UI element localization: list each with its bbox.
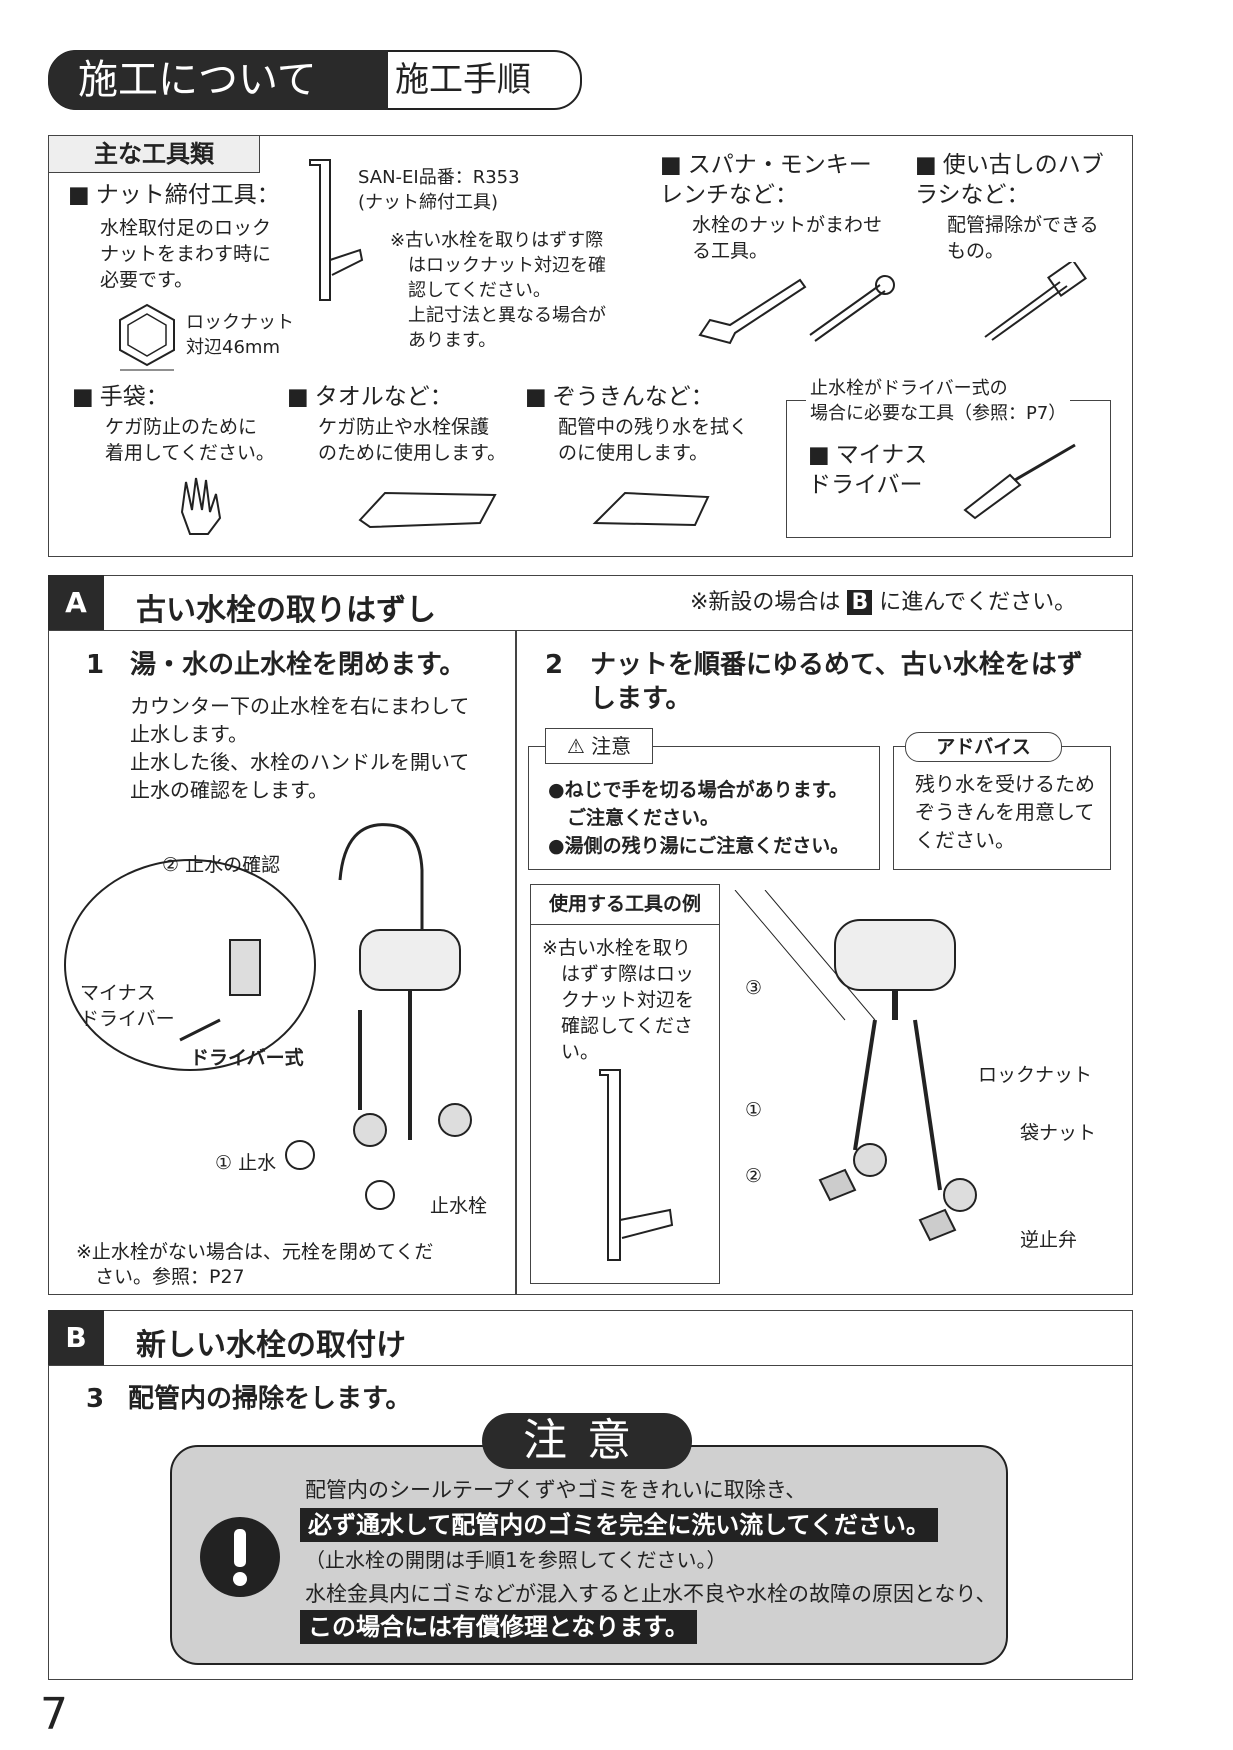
label-stopcock: 止水栓	[430, 1195, 488, 1217]
tool-example-note: ※古い水栓を取り はずす際はロッ クナット対辺を 確認してくださ い。	[542, 937, 695, 1063]
step1-title: 湯・水の止水栓を閉めます。	[130, 650, 466, 680]
page-subtitle: 施工手順	[395, 60, 531, 100]
caution-line4: 水栓金具内にゴミなどが混入すると止水不良や水栓の故障の原因となり、	[305, 1582, 997, 1606]
label-checkvalve: 逆止弁	[1020, 1229, 1078, 1251]
label-bagnut: 袋ナット	[1020, 1122, 1097, 1144]
gloves-icon	[180, 477, 222, 535]
gloves-title: 手袋：	[72, 382, 169, 412]
caution-tag: 注意	[482, 1413, 692, 1469]
towel-desc: ケガ防止や水栓保護 のために使用します。	[318, 416, 507, 464]
nut-tool-desc: 水栓取付足のロック ナットをまわす時に 必要です。	[100, 217, 272, 291]
nut-tool-note: ※古い水栓を取りはずす際 はロックナット対辺を確 認してください。 上記寸法と異…	[390, 230, 606, 351]
rag-desc: 配管中の残り水を拭く のに使用します。	[558, 416, 749, 464]
caution-small-title: ⚠ 注意	[545, 728, 653, 764]
section-a-letter: A	[48, 575, 104, 631]
rag-icon	[592, 491, 710, 527]
wrench-icon	[698, 275, 895, 345]
screwdriver-icon	[963, 443, 1076, 520]
exclamation-icon	[200, 1517, 280, 1597]
faucet-diagram-1	[64, 823, 472, 1210]
step1-footnote: ※止水栓がない場合は、元栓を閉めてくだ さい。参照：P27	[76, 1241, 434, 1288]
section-a-note: ※新設の場合は B に進んでください。	[690, 588, 1076, 618]
gloves-desc: ケガ防止のために 着用してください。	[105, 416, 275, 464]
spanner-title: スパナ・モンキー レンチなど：	[660, 150, 872, 210]
nut-wrench-icon	[309, 159, 364, 301]
driver-box-legend: 止水栓がドライバー式の 場合に必要な工具（参照：P7）	[806, 376, 1071, 426]
tool-example-box	[530, 884, 720, 1284]
label-locknut: ロックナット	[978, 1064, 1093, 1086]
tool-example-wrench-icon	[599, 1069, 674, 1261]
label-step2-n1: ①	[745, 1099, 763, 1121]
step1-number: 1	[86, 650, 105, 680]
step2-number: 2	[545, 650, 564, 680]
section-b-letter: B	[48, 1310, 104, 1366]
tools-heading: 主な工具類	[48, 135, 260, 173]
step2-title: ナットを順番にゆるめて、古い水栓をはず します。	[590, 650, 1083, 714]
caution-line5: この場合には有償修理となります。	[300, 1610, 697, 1644]
step3-number: 3	[86, 1384, 105, 1414]
step1-desc: カウンター下の止水栓を右にまわして 止水します。 止水した後、水栓のハンドルを開…	[130, 694, 470, 802]
faucet-diagram-2	[734, 890, 977, 1242]
caution-line1: 配管内のシールテープくずやゴミをきれいに取除き、	[305, 1478, 807, 1502]
tools-panel	[48, 135, 1133, 557]
towel-icon	[358, 491, 497, 529]
advice-text: 残り水を受けるため ぞうきんを用意して ください。	[915, 772, 1095, 852]
caution-box-small	[528, 746, 880, 870]
label-minus-driver: マイナス ドライバー	[80, 982, 175, 1030]
toothbrush-icon	[984, 262, 1087, 341]
page-number: 7	[40, 1689, 68, 1740]
caution-line3: （止水栓の開閉は手順1を参照してください。）	[305, 1548, 727, 1572]
spanner-desc: 水栓のナットがまわせ る工具。	[692, 214, 883, 262]
section-b-title: 新しい水栓の取付け	[136, 1328, 406, 1363]
step3-title: 配管内の掃除をします。	[128, 1384, 412, 1414]
section-a-note-letter: B	[847, 590, 873, 615]
label-stop-check: ② 止水の確認	[162, 854, 281, 876]
label-step2-n2: ②	[745, 1165, 763, 1187]
section-a-note-suffix: に進んでください。	[879, 590, 1077, 615]
brush-desc: 配管掃除ができる もの。	[947, 214, 1099, 262]
brush-title: 使い古しのハブ ラシなど：	[915, 150, 1104, 210]
hex-nut-icon	[119, 303, 175, 371]
caution-line2: 必ず通水して配管内のゴミを完全に洗い流してください。	[300, 1508, 938, 1542]
caution-small-title-text: 注意	[591, 734, 632, 758]
warning-icon: ⚠	[566, 734, 592, 758]
section-a-body	[48, 630, 1133, 1295]
section-a-title: 古い水栓の取りはずし	[136, 593, 436, 628]
page-title: 施工について	[48, 50, 388, 110]
nut-tool-title: ナット締付工具：	[68, 180, 280, 210]
section-b-body	[48, 1365, 1133, 1680]
advice-title: アドバイス	[905, 732, 1062, 762]
driver-title: マイナス ドライバー	[808, 440, 927, 500]
part-number: SAN-EI品番：R353 (ナット締付工具)	[358, 167, 520, 213]
label-driver-type: ドライバー式	[190, 1047, 304, 1069]
rag-title: ぞうきんなど：	[525, 382, 714, 412]
locknut-label: ロックナット 対辺46mm	[186, 312, 294, 358]
tool-example-title: 使用する工具の例	[530, 884, 720, 925]
towel-title: タオルなど：	[287, 382, 453, 412]
caution-small-text: ●ねじで手を切る場合があります。 ご注意ください。 ●湯側の残り湯にご注意くださ…	[548, 779, 850, 857]
label-stop: ① 止水	[215, 1152, 277, 1174]
label-step2-n3: ③	[745, 977, 763, 999]
section-a-note-prefix: ※新設の場合は	[690, 590, 841, 615]
section-a-divider	[515, 630, 517, 1295]
